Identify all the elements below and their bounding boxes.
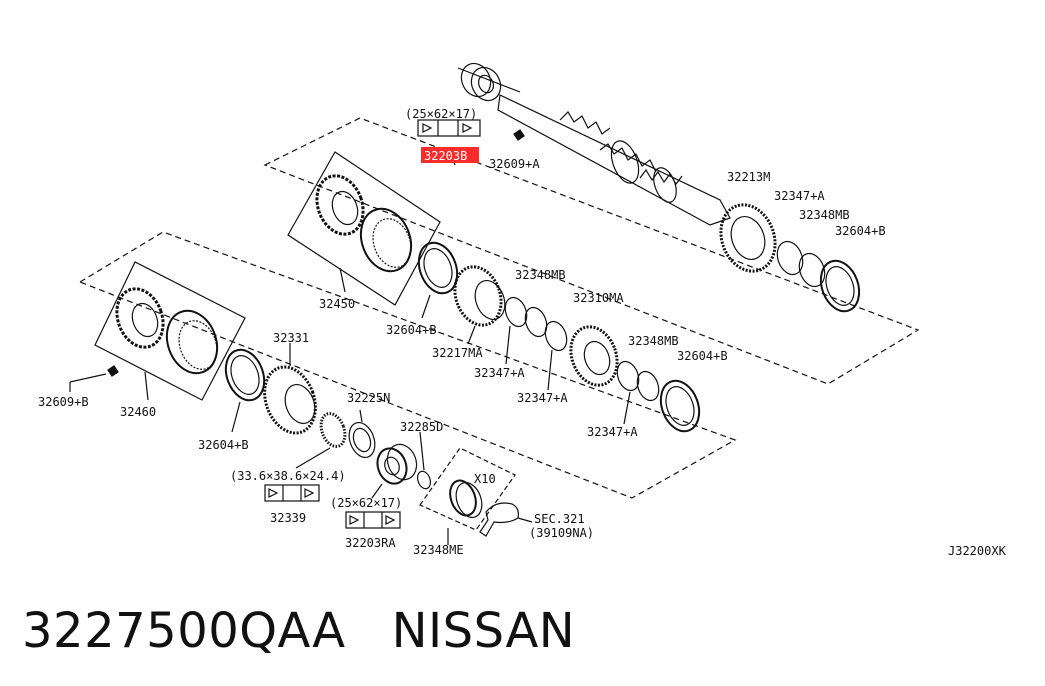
pin-a-icon <box>513 129 525 141</box>
part-footer: 3227500QAA NISSAN <box>22 596 575 666</box>
ring-32347a-1 <box>776 240 804 276</box>
gear-32213m <box>719 203 777 273</box>
ring-32604b-2 <box>417 241 459 295</box>
label-32460: 32460 <box>120 405 156 419</box>
highlighted-part-label: 32203B <box>424 149 467 163</box>
bearing-32203ra <box>376 443 418 485</box>
label-25x62x17-bottom: (25×62×17) <box>330 496 402 510</box>
sync-box-32450 <box>287 151 441 306</box>
label-33x38x24: (33.6×38.6×24.4) <box>230 469 346 483</box>
shim-32348me <box>449 479 477 517</box>
exploded-parts-diagram: 32203B (25×62×17) 32609+A 32213M 32347+A… <box>38 62 1007 558</box>
label-32609b: 32609+B <box>38 395 89 409</box>
label-32203ra: 32203RA <box>345 536 396 550</box>
diagram-code: J32200XK <box>948 544 1007 558</box>
ring-32347a-4 <box>616 360 640 392</box>
top-bearing <box>460 62 502 102</box>
label-32347a-3: 32347+A <box>517 391 568 405</box>
upper-assembly-outline <box>263 117 920 385</box>
label-x10: X10 <box>474 472 496 486</box>
label-32604b-1: 32604+B <box>835 224 886 238</box>
label-32348me: 32348ME <box>413 543 464 557</box>
label-32348mb-3: 32348MB <box>628 334 679 348</box>
bearing-symbol-32339 <box>264 484 320 502</box>
bearing-symbol-32203ra <box>345 511 401 529</box>
label-32609a: 32609+A <box>489 157 540 171</box>
label-32217ma: 32217MA <box>432 346 483 360</box>
highlighted-part-box <box>421 147 479 163</box>
gear-32310ma <box>569 325 619 387</box>
pin-b-icon <box>107 365 119 377</box>
ring-32348mb-1 <box>798 252 826 288</box>
lower-assembly-outline <box>78 231 737 499</box>
label-32450: 32450 <box>319 297 355 311</box>
label-39109na: (39109NA) <box>529 526 594 540</box>
label-32347a-2: 32347+A <box>474 366 525 380</box>
label-32604b-4: 32604+B <box>198 438 249 452</box>
fork-sec321 <box>479 502 519 537</box>
bearing-symbol-top <box>417 119 481 137</box>
ring-32348mb-2 <box>524 306 548 338</box>
label-32225n: 32225N <box>347 391 390 405</box>
label-32348mb-2: 32348MB <box>515 268 566 282</box>
needle-bearing-32339 <box>319 412 347 448</box>
sync-box-32460 <box>94 261 246 401</box>
sync-hub-32460 <box>115 287 165 349</box>
gear-32217ma <box>453 265 506 327</box>
washer-32225n <box>348 421 376 459</box>
part-number: 3227500QAA <box>22 603 346 659</box>
shim-box-32348me <box>419 447 516 531</box>
label-32348mb-1: 32348MB <box>799 208 850 222</box>
label-32604b-3: 32604+B <box>677 349 728 363</box>
label-32331: 32331 <box>273 331 309 345</box>
sleeve-32460 <box>165 309 219 375</box>
ring-32347a-3 <box>544 320 568 352</box>
label-32310ma: 32310MA <box>573 291 624 305</box>
ring-32604b-3 <box>659 379 701 433</box>
sync-hub-32450 <box>315 174 365 236</box>
label-32339: 32339 <box>270 511 306 525</box>
label-32604b-2: 32604+B <box>386 323 437 337</box>
ring-32348mb-3 <box>636 370 660 402</box>
ring-32347a-2 <box>504 296 528 328</box>
ring-32604b-1 <box>819 259 861 313</box>
sleeve-32450 <box>359 207 413 273</box>
label-32285d: 32285D <box>400 420 443 434</box>
ring-32604b-4 <box>224 348 266 402</box>
label-32347a-1: 32347+A <box>774 189 825 203</box>
washer-32285d <box>416 470 432 490</box>
label-25x62x17-top: (25×62×17) <box>405 107 477 121</box>
label-sec321: SEC.321 <box>534 512 585 526</box>
main-shaft <box>457 67 731 226</box>
brand-name: NISSAN <box>391 603 576 659</box>
label-32347a-4: 32347+A <box>587 425 638 439</box>
label-32213m: 32213M <box>727 170 770 184</box>
gear-32331 <box>263 365 317 435</box>
